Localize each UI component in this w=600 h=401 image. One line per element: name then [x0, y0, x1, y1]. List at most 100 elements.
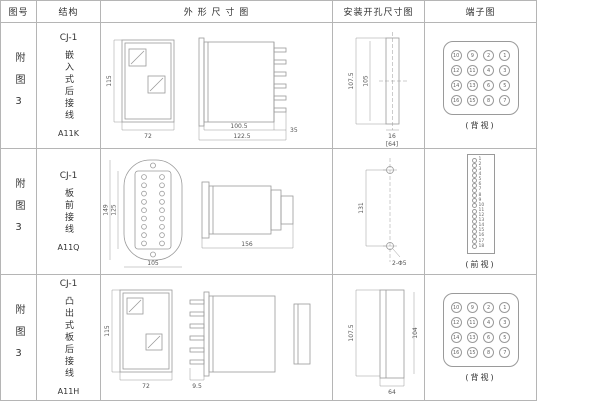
dim-label: 122.5 [233, 133, 250, 140]
terminal-pin: 18 [472, 244, 490, 249]
terminal-pin: 9 [472, 198, 490, 203]
terminal-circle: 15 [466, 346, 478, 358]
terminal-circle: 4 [483, 64, 495, 76]
structure-text: 凸出式板后接线 [63, 296, 73, 380]
install-cell-row3: 107.5 104 64 [333, 275, 425, 401]
dim-label: 131 [358, 202, 365, 214]
structure-text: 板前接线 [63, 188, 73, 236]
dim-label: 105 [147, 260, 159, 267]
terminal-pin: 12 [472, 213, 490, 219]
terminal-circle: 1 [499, 49, 511, 61]
col-header-structure: 结构 [37, 1, 101, 23]
figure-label: 附图3 [13, 304, 24, 371]
dim-label: 72 [144, 133, 152, 140]
terminal-view-label: (背视) [465, 120, 496, 130]
dim-label: 107.5 [348, 72, 355, 89]
col-header-outline: 外 形 尺 寸 图 [101, 1, 333, 23]
terminal-circle: 6 [483, 331, 495, 343]
figure-cell-row2: 附图3 [1, 149, 37, 275]
terminal-pin: 14 [472, 223, 490, 229]
figure-label: 附图3 [13, 52, 24, 119]
terminal-circle: 13 [466, 79, 478, 91]
dim-label: [64] [385, 141, 397, 148]
terminal-circle: 3 [499, 316, 511, 328]
terminal-circle: 14 [450, 79, 462, 91]
outline-drawing-a11q: 149 125 105 156 [102, 159, 293, 267]
install-drawing-a11h: 107.5 104 64 [348, 289, 419, 396]
figure-cell-row1: 附图3 [1, 23, 37, 149]
terminal-circle: 13 [466, 331, 478, 343]
dim-label: 156 [241, 241, 253, 248]
dim-label: 72 [142, 383, 150, 390]
dim-label: 149 [102, 204, 109, 216]
col-header-figure: 图号 [1, 1, 37, 23]
terminal-pin: 10 [472, 203, 490, 208]
terminal-pin: 13 [472, 218, 490, 224]
dim-label: 35 [290, 127, 298, 134]
structure-title: CJ-1 [59, 279, 78, 289]
terminal-circle: 1 [499, 301, 511, 313]
terminal-circle: 3 [499, 64, 511, 76]
terminal-circle: 11 [466, 316, 478, 328]
structure-model: A11H [57, 387, 80, 396]
terminal-circle: 2 [483, 49, 495, 61]
dim-label: 9.5 [192, 383, 202, 390]
terminal-circle: 10 [450, 49, 462, 61]
terminal-pin: 15 [472, 229, 490, 234]
terminal-circle: 12 [450, 64, 462, 76]
figure-label: 附图3 [13, 178, 24, 245]
dim-label: 115 [106, 75, 113, 87]
terminal-circle: 6 [483, 79, 495, 91]
terminal-circle: 5 [499, 79, 511, 91]
install-drawing-a11k: 107.5 105 16 [64] [348, 31, 408, 148]
terminal-circle: 8 [483, 346, 495, 358]
terminal-pin: 4 [472, 172, 490, 178]
terminal-view-label: (背视) [465, 372, 496, 382]
terminal-circle: 8 [483, 94, 495, 106]
structure-text: 嵌入式后接线 [63, 50, 73, 122]
terminal-circle: 16 [450, 94, 462, 106]
dim-label: 64 [388, 389, 396, 396]
dim-label: 115 [104, 325, 111, 337]
terminal-pin: 6 [472, 183, 490, 188]
structure-cell-row1: CJ-1 嵌入式后接线 A11K [37, 23, 101, 149]
outline-drawing-a11h: 115 72 9.5 [104, 289, 310, 390]
terminal-pin: 17 [472, 239, 490, 244]
terminal-pin: 8 [472, 193, 490, 198]
outline-cell-row1: 115 72 100.5 35 122.5 [101, 23, 333, 149]
dim-label: 2-Φ5 [392, 260, 407, 267]
terminal-circle: 9 [466, 49, 478, 61]
terminal-circle: 5 [499, 331, 511, 343]
terminal-circle: 4 [483, 316, 495, 328]
terminal-pin: 7 [472, 188, 490, 193]
figure-cell-row3: 附图3 [1, 275, 37, 401]
col-header-install: 安装开孔尺寸图 [333, 1, 425, 23]
dim-label: 100.5 [230, 123, 247, 130]
install-cell-row2: 131 2-Φ5 [333, 149, 425, 275]
dim-label: 105 [362, 75, 369, 87]
dim-label: 107.5 [348, 324, 355, 341]
terminal-pin: 5 [472, 177, 490, 183]
install-cell-row1: 107.5 105 16 [64] [333, 23, 425, 149]
terminal-circle: 2 [483, 301, 495, 313]
terminal-circle: 12 [450, 316, 462, 328]
outline-cell-row3: 115 72 9.5 [101, 275, 333, 401]
terminal-pin: 16 [472, 234, 490, 239]
terminal-pin: 2 [472, 162, 490, 168]
terminal-pin: 3 [472, 167, 490, 173]
datasheet-table: 图号 结构 外 形 尺 寸 图 安装开孔尺寸图 端子图 附图3 CJ-1 嵌入式… [0, 0, 537, 401]
install-drawing-a11q: 131 2-Φ5 [358, 157, 407, 267]
structure-model: A11K [58, 129, 79, 138]
structure-cell-row2: CJ-1 板前接线 A11Q [37, 149, 101, 275]
terminal-view-label: (前视) [465, 259, 496, 269]
dim-label: 16 [388, 133, 396, 140]
structure-cell-row3: CJ-1 凸出式板后接线 A11H [37, 275, 101, 401]
col-header-terminal: 端子图 [425, 1, 537, 23]
terminal-circle: 14 [450, 331, 462, 343]
terminal-circle: 11 [466, 64, 478, 76]
